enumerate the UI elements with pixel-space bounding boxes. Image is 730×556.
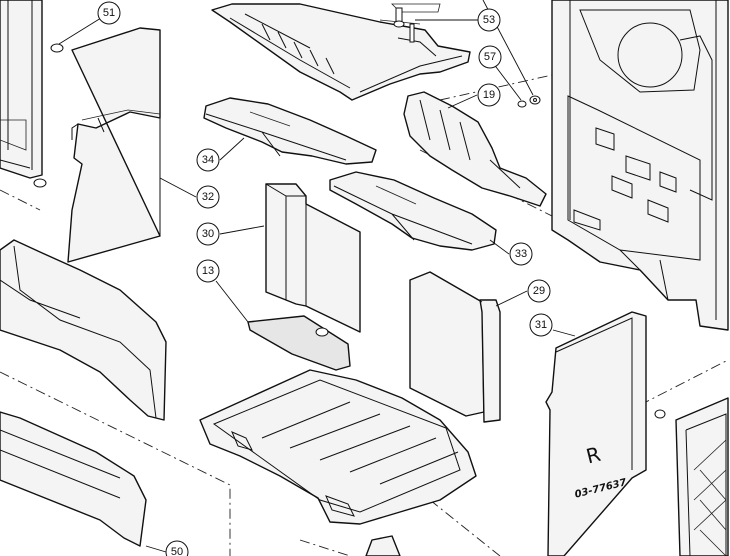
washer-57-icon <box>517 95 541 108</box>
callout-label: 29 <box>533 285 545 297</box>
part-33-baffle-board <box>329 171 497 251</box>
part-29-right-brick <box>409 271 501 423</box>
front-rail <box>0 411 147 547</box>
callout-label: 19 <box>483 89 495 101</box>
callout-51: 51 <box>97 1 121 25</box>
callout-label: 34 <box>202 154 214 166</box>
callout-29: 29 <box>527 279 551 303</box>
callout-label: 57 <box>484 51 496 63</box>
side-liner-letter: R <box>584 442 603 469</box>
part-31-side-liner <box>545 311 647 556</box>
part-19-rear-shield <box>403 91 547 207</box>
part-34-baffle-board <box>203 97 377 165</box>
callout-label: 53 <box>483 14 495 26</box>
door-frame-left <box>0 0 43 179</box>
callout-label: 30 <box>202 228 214 240</box>
nut-51-icon <box>50 43 64 53</box>
nut-icon <box>33 178 47 188</box>
callout-label: 51 <box>103 7 115 19</box>
callout-33: 33 <box>509 242 533 266</box>
callout-label: 32 <box>202 191 214 203</box>
part-30-rear-brick <box>265 183 361 333</box>
hardware <box>33 7 666 419</box>
callout-30: 30 <box>196 222 220 246</box>
callout-13: 13 <box>196 259 220 283</box>
callout-31: 31 <box>529 313 553 337</box>
ash-pan-assembly <box>199 369 477 525</box>
callout-32: 32 <box>196 185 220 209</box>
part-32-left-brick <box>67 27 161 263</box>
bolt-53-icon <box>393 7 415 43</box>
callout-53: 53 <box>477 8 501 32</box>
nut-icon <box>654 409 666 419</box>
callout-label: 33 <box>515 248 527 260</box>
bottom-casting <box>365 535 401 556</box>
part-13-plate <box>247 315 351 371</box>
callout-50: 50 <box>165 540 189 556</box>
baffle-casting <box>211 3 471 101</box>
callout-57: 57 <box>478 45 502 69</box>
door-grille <box>675 397 729 556</box>
firebox-back-casting <box>551 0 729 331</box>
front-curved-casting <box>0 239 167 421</box>
callout-19: 19 <box>477 83 501 107</box>
callout-label: 31 <box>535 319 547 331</box>
callout-label: 50 <box>171 546 183 556</box>
callout-label: 13 <box>202 265 214 277</box>
callout-34: 34 <box>196 148 220 172</box>
